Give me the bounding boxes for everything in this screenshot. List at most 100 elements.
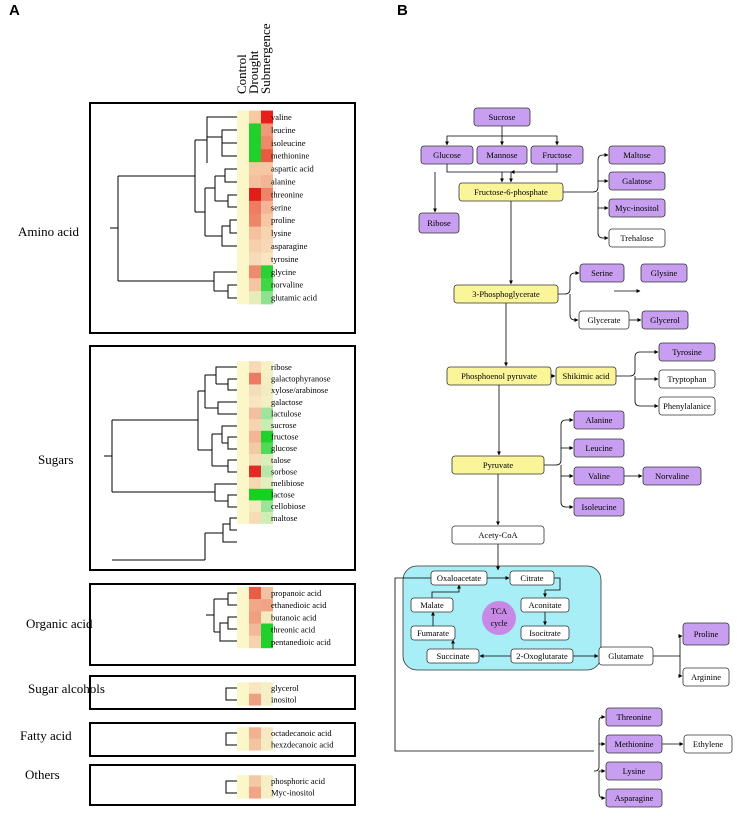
heatmap-cell: [237, 419, 249, 432]
row-label: threonic acid: [271, 625, 316, 635]
heatmap-cell: [261, 693, 273, 706]
node-label-f6p: Fructose-6-phosphate: [474, 187, 548, 197]
heatmap-cell: [237, 465, 249, 478]
row-label: asparagine: [271, 241, 308, 251]
node-alanine: [573, 410, 625, 430]
dendrogram-branch: [227, 494, 237, 508]
branch-connector: [544, 418, 574, 466]
heatmap-cell: [237, 775, 249, 788]
row-label: phosphoric acid: [271, 776, 326, 786]
heatmap-cell: [249, 407, 261, 420]
heatmap-cell: [261, 477, 273, 490]
row-label: galactose: [271, 397, 303, 407]
heatmap-cell: [249, 465, 261, 478]
heatmap-cell: [261, 123, 273, 137]
heatmap-cell: [249, 361, 261, 374]
heatmap-cell: [261, 149, 273, 163]
row-label: lactose: [271, 490, 295, 500]
column-header-0: Control: [234, 54, 249, 94]
heatmap-cell: [249, 239, 261, 253]
node-label-proline: Proline: [694, 629, 719, 639]
heatmap-cell: [261, 635, 273, 649]
tca-label-1: TCA: [491, 607, 507, 616]
heatmap-cell: [237, 291, 249, 305]
heatmap-cell: [249, 611, 261, 624]
dendrogram-branch: [206, 116, 237, 163]
branch-connector: [634, 376, 659, 408]
heatmap-cell: [249, 682, 261, 695]
node-label-pyruvate: Pyruvate: [483, 460, 513, 470]
dendrogram-branch: [217, 401, 237, 415]
node-pyruvate: [451, 455, 545, 475]
node-label-fructose: Fructose: [542, 150, 572, 160]
heatmap-cell: [237, 226, 249, 240]
node-methionine: [605, 734, 663, 754]
group-label: Organic acid: [26, 616, 93, 631]
heatmap-cell: [261, 175, 273, 189]
heatmap-cell: [237, 110, 249, 124]
heatmap-cell: [237, 278, 249, 292]
node-label-ethylene: Ethylene: [693, 739, 723, 749]
heatmap-cell: [261, 110, 273, 124]
heatmap-cell: [237, 187, 249, 202]
row-label: proline: [271, 215, 295, 225]
heatmap-cell: [237, 213, 249, 227]
node-label-malate: Malate: [420, 600, 444, 610]
dendrogram-branch: [221, 129, 237, 144]
node-lysine: [605, 761, 663, 781]
heatmap-cell: [249, 384, 261, 397]
dendrogram-branch: [227, 592, 237, 606]
dendrogram-branch: [227, 284, 237, 299]
node-label-tryptophan: Tryptophan: [667, 374, 707, 384]
heatmap-cell: [237, 175, 249, 189]
heatmap-cell: [249, 727, 261, 740]
node-tyrosine: [658, 342, 716, 362]
heatmap-cell: [249, 149, 261, 163]
group-label: Fatty acid: [20, 728, 72, 743]
heatmap-cell: [249, 291, 261, 305]
node-label-glucose: Glucose: [433, 150, 461, 160]
node-label-shikimic: Shikimic acid: [563, 371, 611, 381]
row-label: pentanedioic acid: [271, 637, 331, 647]
node-label-leucine: Leucine: [585, 443, 613, 453]
branch-connector: [598, 771, 606, 800]
heatmap-cell: [237, 635, 249, 649]
heatmap-cell: [237, 162, 249, 176]
node-glutamate: [598, 646, 654, 666]
heatmap-cell: [261, 623, 273, 636]
node-label-pga: 3-Phosphoglycerate: [472, 289, 540, 299]
column-header-1: Drought: [246, 50, 261, 94]
heatmap-cell: [237, 512, 249, 524]
row-label: hexzdecanoic acid: [271, 740, 334, 750]
row-label: octadecanoic acid: [271, 728, 332, 738]
node-label-tyrosine: Tyrosine: [672, 347, 702, 357]
node-label-citrate: Citrate: [520, 573, 543, 583]
heatmap-cell: [237, 239, 249, 253]
heatmap-cell: [249, 775, 261, 788]
heatmap-cell: [237, 693, 249, 706]
node-glycerol: [641, 310, 689, 330]
node-label-fumarate: Fumarate: [417, 628, 449, 638]
heatmap-cell: [249, 488, 261, 501]
group-box-5: [89, 764, 356, 806]
node-label-myc-inositol: Myc-inositol: [615, 203, 660, 213]
heatmap-cell: [261, 278, 273, 292]
heatmap-cell: [249, 419, 261, 432]
heatmap-cell: [249, 226, 261, 240]
row-label: Myc-inositol: [271, 788, 316, 798]
row-label: sorbose: [271, 466, 297, 476]
pathway-arrow: [431, 584, 461, 598]
dendrogram-branch: [229, 219, 237, 234]
node-leucine: [573, 438, 625, 458]
heatmap-cell: [261, 454, 273, 466]
heatmap-cell: [237, 599, 249, 612]
tca-circle: [482, 601, 516, 635]
node-fructose: [530, 145, 584, 165]
heatmap-cell: [261, 213, 273, 227]
heatmap-cell: [249, 500, 261, 513]
node-label-maltose: Maltose: [623, 150, 651, 160]
node-label-pep: Phosphoenol pyruvate: [461, 371, 537, 381]
heatmap-cell: [261, 187, 273, 202]
dendrogram-branch: [227, 616, 237, 630]
